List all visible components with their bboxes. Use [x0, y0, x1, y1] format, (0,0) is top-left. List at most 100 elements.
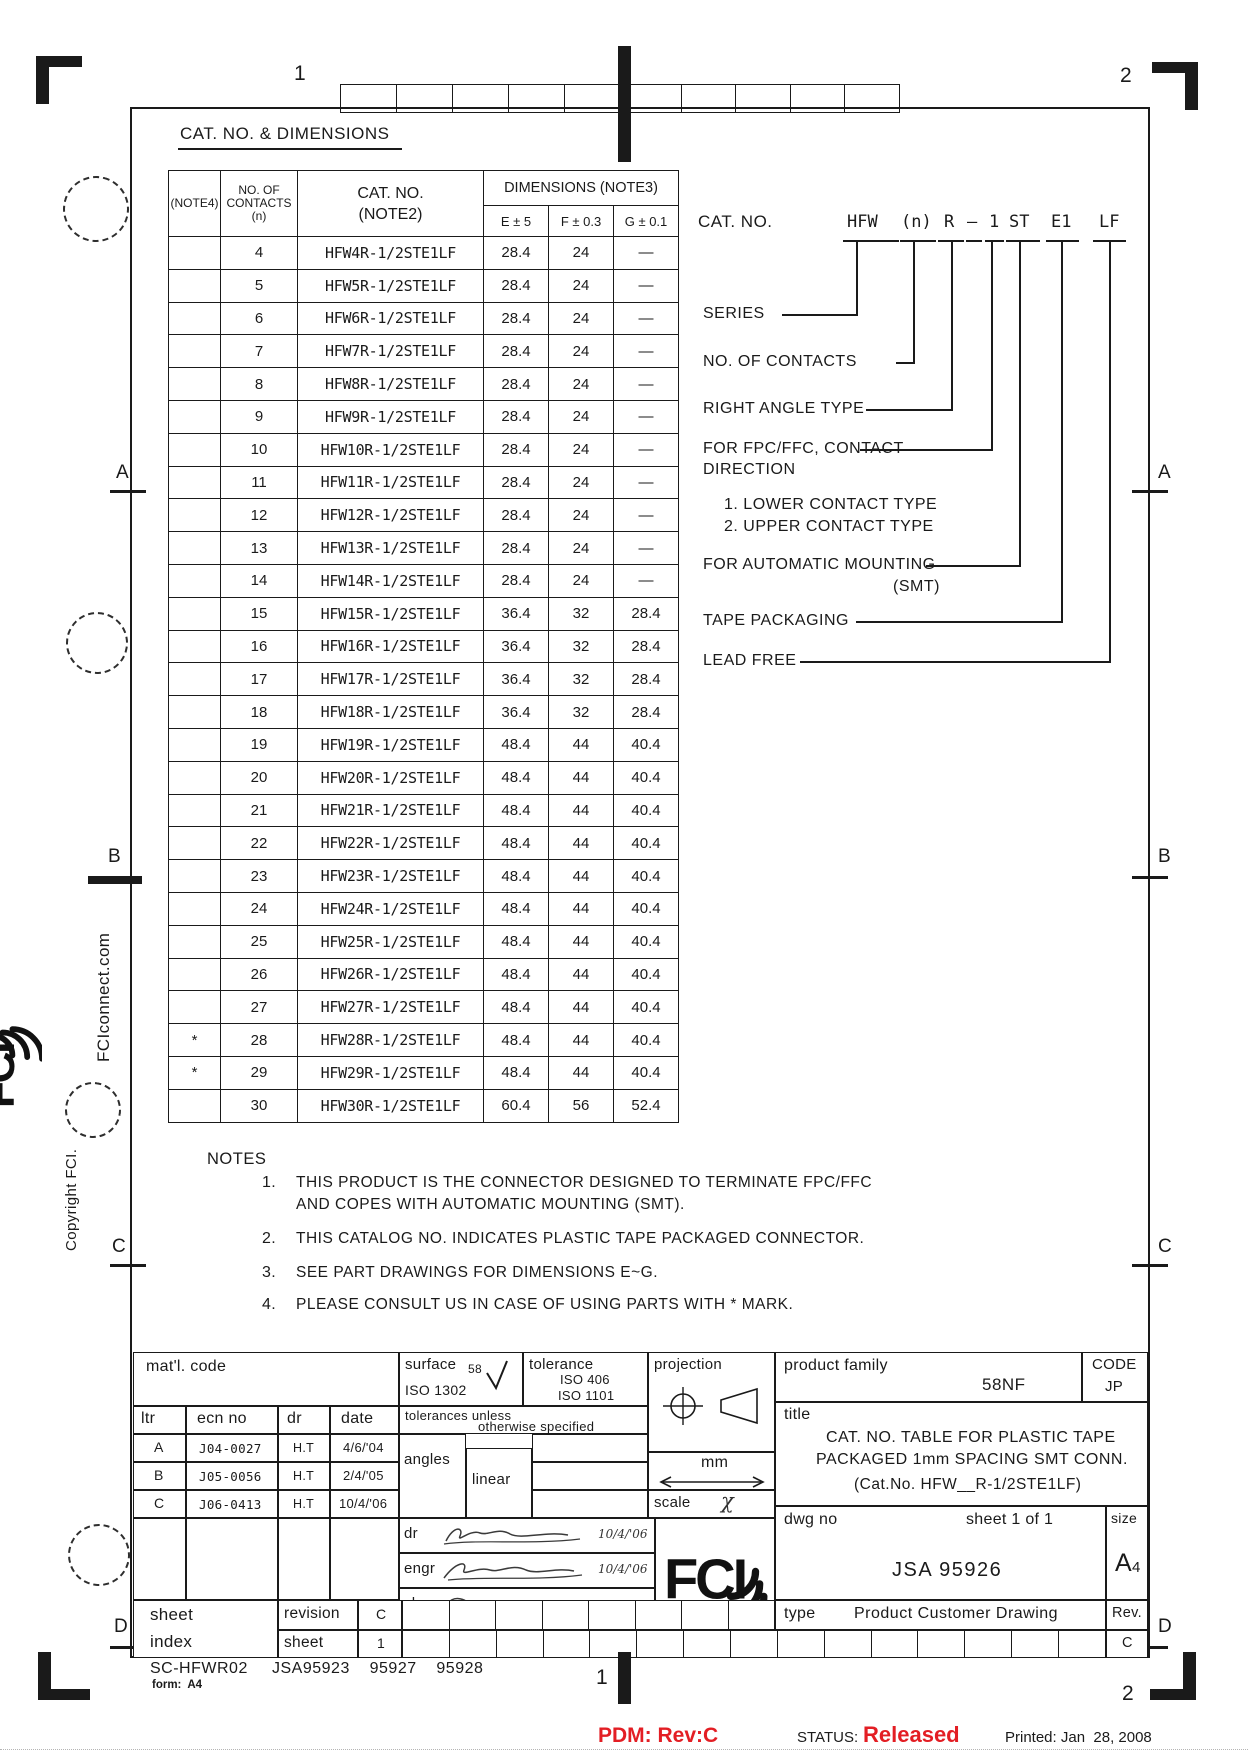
rev-value: C: [1122, 1635, 1133, 1651]
rev-b-dr-val: H.T: [293, 1469, 315, 1483]
cell-n: 14: [220, 563, 298, 598]
tolerance-iso406: ISO 406: [560, 1372, 610, 1387]
note-2-no: 2.: [262, 1230, 276, 1247]
cell-g: 40.4: [613, 990, 679, 1025]
zone-letter-d-left: D: [114, 1616, 129, 1637]
cell-mark: [168, 399, 221, 434]
grid-cell: [403, 1601, 450, 1629]
zone-tick-c-left: [110, 1264, 146, 1267]
pn-underline-st: [1006, 240, 1040, 242]
grid-cell: [729, 1601, 775, 1629]
cell-e: 36.4: [483, 596, 549, 631]
units-label: mm: [701, 1454, 729, 1471]
cell-cat: HFW29R-1/2STE1LF: [297, 1055, 484, 1090]
dwg-no-cell: dwg no sheet 1 of 1 JSA 95926: [775, 1506, 1106, 1600]
scale-label: scale: [654, 1494, 691, 1511]
tolerance-iso1101: ISO 1101: [558, 1388, 615, 1403]
cell-cat: HFW19R-1/2STE1LF: [297, 727, 484, 762]
rev-b-date: 2/4/'05: [330, 1462, 399, 1490]
cell-n: 8: [220, 367, 298, 401]
legend-fpc-line1: FOR FPC/FFC, CONTACT: [703, 440, 904, 457]
rev-a-ecn-val: J04-0027: [199, 1441, 262, 1456]
signoff-engr-row: engr 10/4/'06: [399, 1553, 655, 1588]
zone-letter-b-right: B: [1158, 846, 1172, 867]
note-3-no: 3.: [262, 1264, 276, 1281]
zone-tick-c-right: [1132, 1264, 1168, 1267]
grid-cell: [684, 1631, 732, 1657]
cell-e: 48.4: [483, 924, 549, 959]
sheet-index-line2: index: [150, 1632, 193, 1651]
rev-b-ecn-val: J05-0056: [199, 1469, 262, 1484]
grid-cell: [543, 1601, 589, 1629]
signoff-engr-label: engr: [404, 1560, 436, 1577]
note-1-line1: THIS PRODUCT IS THE CONNECTOR DESIGNED T…: [296, 1174, 873, 1191]
cell-g: 40.4: [613, 727, 679, 762]
tolerances-note-cell: tolerances unless otherwise specified: [399, 1406, 648, 1434]
surface-iso-label: ISO 1302: [405, 1382, 467, 1398]
tolerance-label: tolerance: [529, 1356, 594, 1373]
cell-cat: HFW10R-1/2STE1LF: [297, 432, 484, 467]
cell-cat: HFW27R-1/2STE1LF: [297, 990, 484, 1025]
crop-mark-bottom-right-v: [1183, 1652, 1196, 1700]
cell-n: 6: [220, 301, 298, 336]
rev-c-ltr-val: C: [154, 1495, 165, 1511]
grid-cell: [450, 1631, 497, 1657]
cell-g: —: [613, 334, 679, 369]
cell-cat: HFW30R-1/2STE1LF: [297, 1088, 484, 1123]
rev-b-ltr-val: B: [154, 1467, 164, 1483]
status-value: Released: [863, 1722, 960, 1747]
rev-a-dr-val: H.T: [293, 1441, 315, 1455]
grid-cell: [918, 1631, 966, 1657]
rev-label-cell: Rev.: [1106, 1600, 1148, 1630]
cell-cat: HFW12R-1/2STE1LF: [297, 498, 484, 533]
rev-c-ltr: C: [133, 1490, 186, 1518]
pn-underline-e1: [1046, 240, 1079, 242]
status-label: STATUS:: [797, 1729, 859, 1746]
header-dimensions: DIMENSIONS (NOTE3): [483, 170, 679, 206]
cell-g: 28.4: [613, 596, 679, 631]
rev-header-date-label: date: [341, 1410, 374, 1427]
cell-cat: HFW7R-1/2STE1LF: [297, 334, 484, 369]
size-value-4: 4: [1132, 1559, 1141, 1576]
units-arrow-icon: [659, 1476, 765, 1488]
surface-label: surface: [405, 1356, 457, 1373]
cell-f: 24: [548, 531, 614, 565]
projection-label: projection: [654, 1356, 723, 1373]
cell-f: 44: [548, 727, 614, 762]
drawing-title-line3: (Cat.No. HFW__R-1/2STE1LF): [854, 1476, 1082, 1493]
cell-e: 48.4: [483, 826, 549, 861]
size-label: size: [1111, 1510, 1138, 1526]
pn-seg-e1: E1: [1051, 212, 1072, 232]
cell-mark: [168, 695, 221, 729]
grid-cell: [682, 1601, 729, 1629]
cell-cat: HFW20R-1/2STE1LF: [297, 760, 484, 795]
projection-symbol-icon: [663, 1387, 758, 1425]
leader-drop-series: [856, 242, 858, 316]
cell-cat: HFW28R-1/2STE1LF: [297, 1023, 484, 1057]
cell-cat: HFW26R-1/2STE1LF: [297, 957, 484, 992]
cell-cat: HFW11R-1/2STE1LF: [297, 465, 484, 500]
zone-tick-d-right: [1132, 1646, 1168, 1649]
pn-seg-st: ST: [1009, 212, 1030, 232]
zone-letter-a-right: A: [1158, 462, 1172, 483]
grid-cell: [965, 1631, 1013, 1657]
grid-cell: [403, 1631, 450, 1657]
cell-n: 20: [220, 760, 298, 795]
rev-empty-ltr: [133, 1518, 186, 1600]
cell-n: 25: [220, 924, 298, 959]
rev-label: Rev.: [1112, 1605, 1142, 1621]
crop-mark-top-right-v: [1185, 62, 1198, 110]
cell-mark: [168, 1088, 221, 1123]
cell-n: 21: [220, 793, 298, 828]
